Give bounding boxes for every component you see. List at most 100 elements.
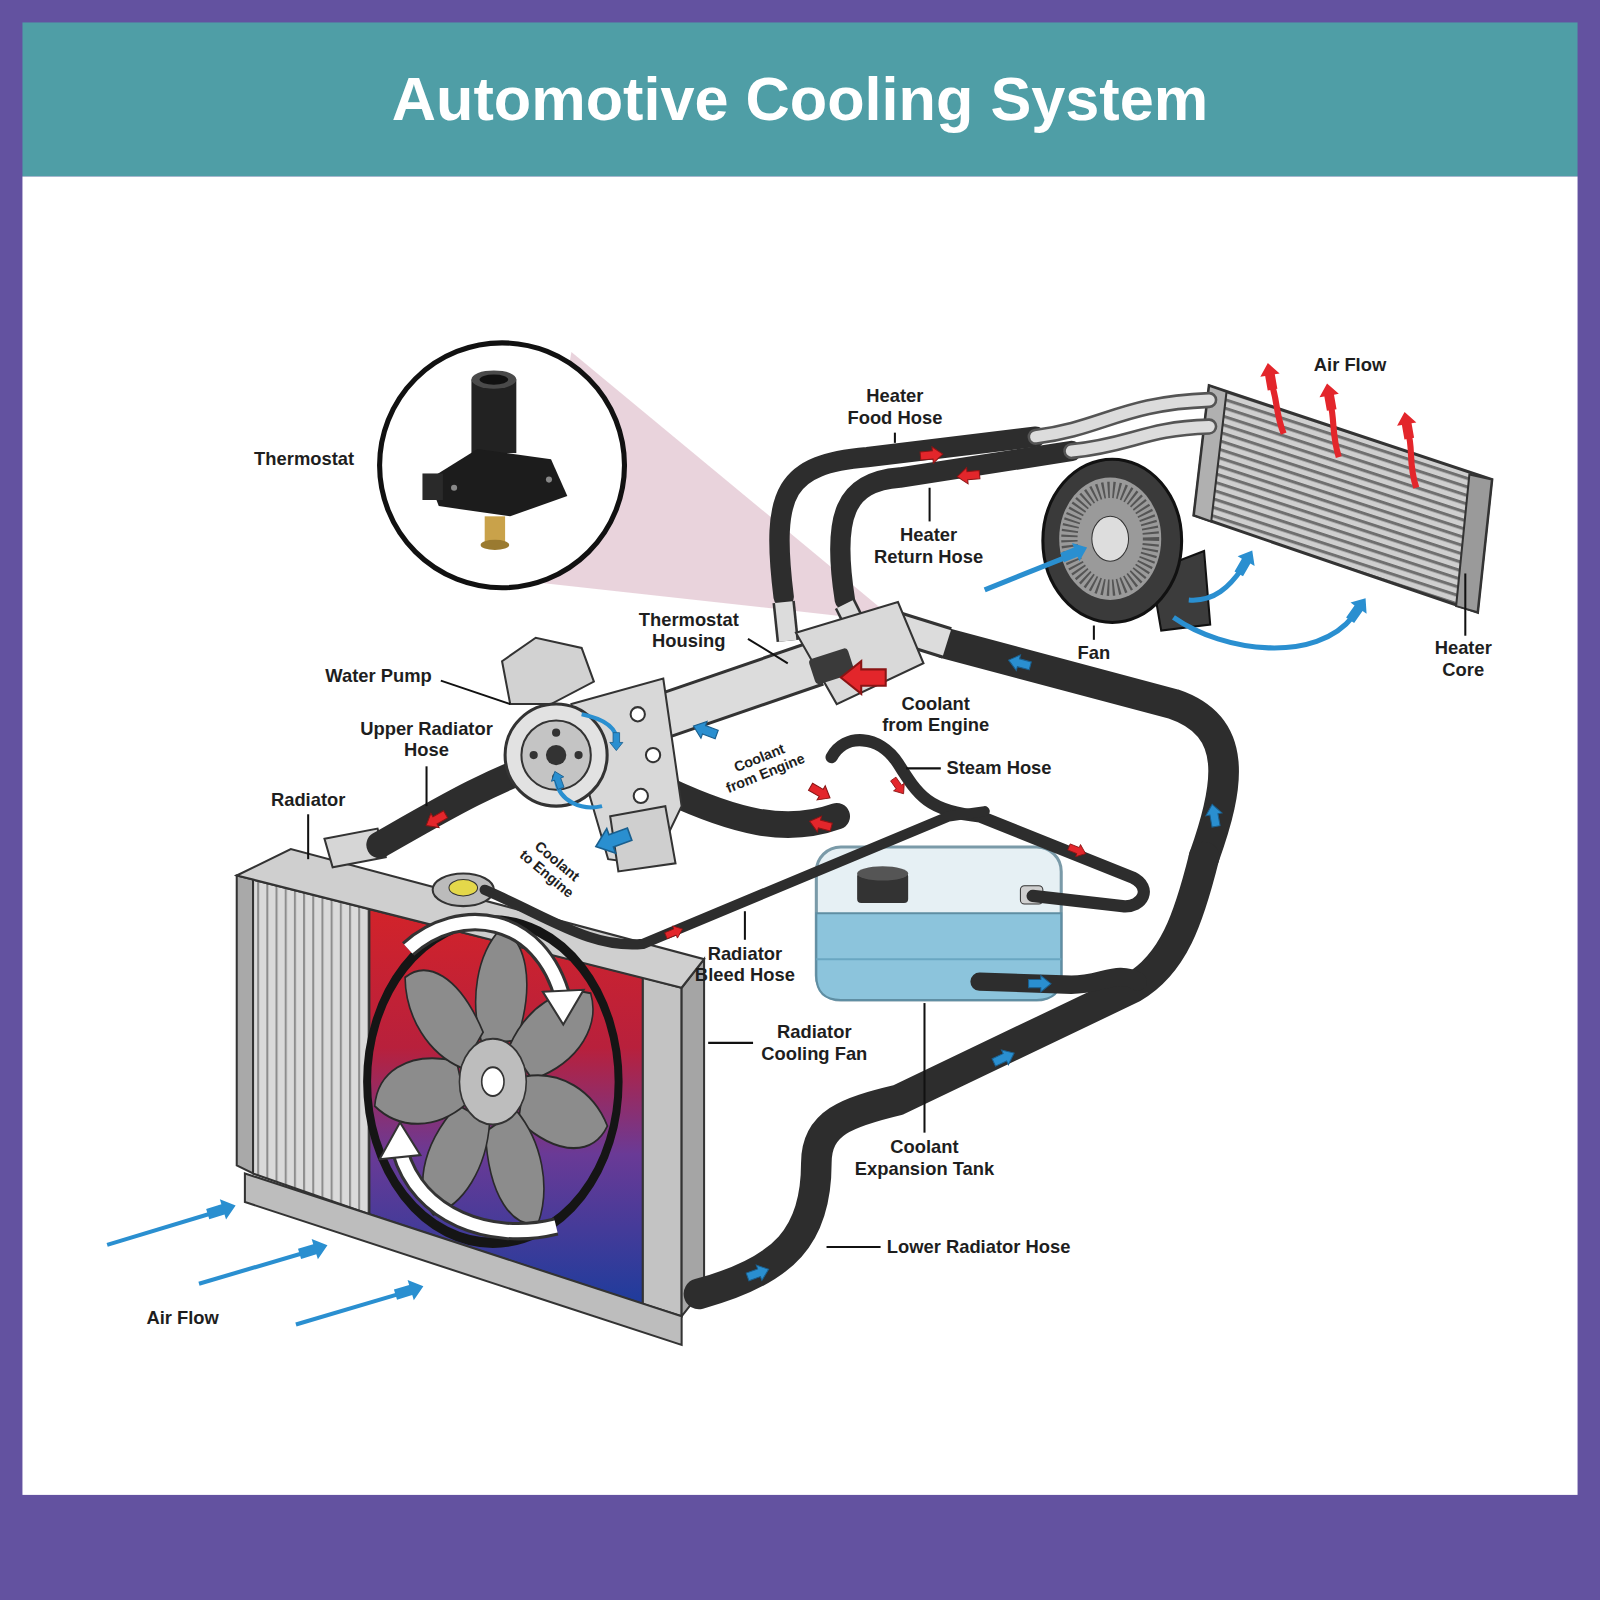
flow-arrows-red	[806, 780, 834, 805]
thermostat-callout	[481, 540, 510, 550]
water-pump	[552, 729, 560, 737]
water-pump	[582, 714, 618, 743]
blower-air-arrows	[985, 555, 1353, 648]
water-pump	[631, 707, 645, 721]
radiator	[643, 978, 682, 1317]
blower-air-arrows	[985, 555, 1072, 590]
flow-arrows-red	[920, 446, 944, 464]
heater-air-arrows	[1271, 384, 1416, 488]
blower-air-arrows	[1189, 567, 1243, 600]
coolant-hoses	[699, 857, 1204, 1294]
leader-line	[923, 1003, 925, 1133]
coolant-hoses	[980, 977, 1138, 985]
coolant-hoses	[668, 791, 836, 825]
blower-fan	[1043, 459, 1182, 622]
radiator-air-flow	[107, 1211, 406, 1324]
part-label: Radiator	[271, 789, 346, 810]
part-label: Heater Core	[1427, 638, 1500, 680]
heater-pipes	[1071, 427, 1209, 451]
leader-line	[748, 639, 788, 663]
label-text: Thermostat Housing	[632, 610, 746, 652]
thermostat-housing	[653, 663, 816, 719]
label-text: Heater Food Hose	[844, 386, 946, 428]
part-label: Radiator Cooling Fan	[755, 1022, 873, 1064]
thermostat-housing	[784, 602, 788, 641]
leader-line	[906, 767, 941, 769]
radiator-cooling-fan	[482, 1067, 504, 1096]
radiator	[237, 876, 253, 1174]
label-text: Lower Radiator Hose	[887, 1236, 1071, 1257]
flow-arrows-blue	[591, 822, 634, 859]
flow-arrows-blue	[1006, 652, 1032, 674]
radiator-air-flow	[107, 1195, 426, 1324]
part-label: Radiator Bleed Hose	[686, 943, 804, 985]
heater-air-arrows	[1408, 433, 1416, 488]
label-text: Water Pump	[325, 666, 431, 687]
coolant-hoses	[485, 811, 985, 944]
label-text: Radiator Cooling Fan	[755, 1022, 873, 1064]
radiator-cooling-fan	[367, 920, 619, 1242]
radiator-cooling-fan	[400, 1151, 556, 1231]
part-label: Thermostat Housing	[632, 610, 746, 652]
label-text: Coolant from Engine	[716, 734, 808, 797]
radiator	[245, 1173, 682, 1344]
water-pump	[502, 638, 682, 872]
title-band-text: Automotive Cooling System	[392, 64, 1208, 134]
label-text: Coolant to Engine	[516, 833, 589, 901]
radiator-cooling-fan	[367, 920, 619, 1242]
flow-label: Coolant from Engine	[716, 734, 808, 797]
flow-arrows-blue	[610, 733, 623, 751]
flow-label: Coolant to Engine	[516, 833, 589, 901]
part-label: Air Flow	[1314, 355, 1386, 376]
diagram-title: Automotive Cooling System	[392, 64, 1208, 134]
thermostat-housing	[784, 602, 788, 641]
expansion-tank	[857, 866, 908, 880]
blower-fan	[1092, 516, 1129, 561]
frame	[22, 22, 1577, 176]
flow-arrows-red	[888, 775, 909, 797]
label-text: Heater Core	[1427, 638, 1500, 680]
blower-fan	[1059, 478, 1161, 600]
water-pump	[646, 748, 660, 762]
radiator-cooling-fan	[459, 1039, 526, 1125]
coolant-hoses	[840, 451, 1071, 600]
heater-air-arrowheads	[1317, 382, 1341, 412]
flow-arrows-red	[1067, 841, 1089, 860]
radiator-cooling-fan	[380, 1122, 421, 1159]
coolant-hoses	[380, 437, 1224, 1294]
label-text: Thermostat	[254, 449, 354, 470]
heater-air-arrows	[1271, 384, 1283, 434]
water-pump	[546, 745, 566, 765]
radiator-cooling-fan	[408, 922, 563, 1000]
blower-air-arrowheads	[1058, 538, 1090, 566]
leader-line	[894, 433, 896, 443]
radiator-air-flow	[296, 1235, 330, 1264]
label-text: Steam Hose	[946, 758, 1051, 779]
label-text: Air Flow	[1314, 355, 1386, 376]
flow-arrows-red	[956, 466, 980, 484]
leader-line	[744, 911, 746, 940]
blower-fan	[1069, 490, 1151, 588]
part-label: Fan	[1078, 643, 1111, 664]
part-label: Coolant Expansion Tank	[850, 1137, 999, 1179]
thermostat-callout	[471, 380, 516, 453]
label-text: Upper Radiator Hose	[357, 719, 496, 761]
water-pump	[521, 720, 590, 789]
leader-line	[308, 433, 1465, 1247]
label-text: Radiator	[271, 789, 346, 810]
water-pump	[502, 638, 594, 704]
thermostat-callout	[485, 516, 505, 543]
leader-line	[1093, 626, 1095, 640]
blower-air-arrowheads	[1058, 538, 1373, 625]
part-label: Air Flow	[146, 1308, 218, 1329]
thermostat-callout	[480, 374, 509, 384]
leader-line	[827, 1246, 881, 1248]
flow-arrows-red	[422, 807, 450, 832]
flow-arrows-blue	[549, 769, 567, 790]
radiator-air-flow	[296, 1292, 406, 1325]
thermostat-callout	[380, 343, 625, 588]
water-pump	[530, 751, 538, 759]
coolant-hoses	[832, 740, 1144, 906]
